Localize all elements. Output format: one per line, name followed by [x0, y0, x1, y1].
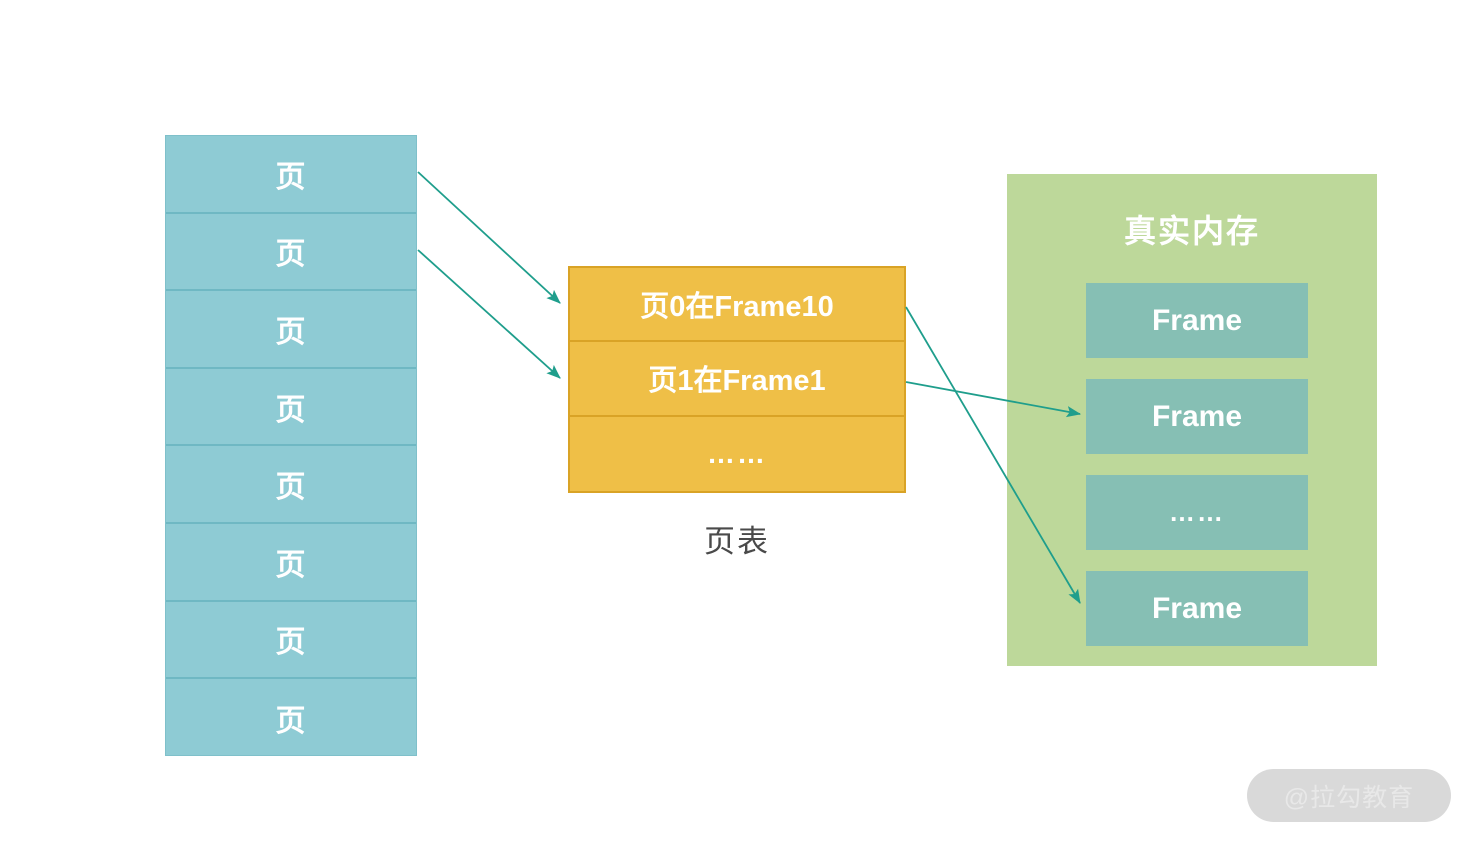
- page-table-row-2: ……: [570, 417, 904, 491]
- virtual-page-column: 页 页 页 页 页 页 页 页: [165, 135, 417, 756]
- page-table-row-1: 页1在Frame1: [570, 342, 904, 417]
- page-cell-6: 页: [166, 602, 416, 680]
- frame-box-0: Frame: [1086, 283, 1308, 358]
- page-table-row-0: 页0在Frame10: [570, 268, 904, 343]
- physical-memory-title: 真实内存: [1123, 213, 1260, 249]
- page-cell-label: 页: [275, 393, 307, 427]
- frame-box-ellipsis: ……: [1169, 497, 1225, 527]
- watermark-text: @拉勾教育: [1283, 783, 1415, 812]
- page-cell-4: 页: [166, 446, 416, 524]
- page-cell-5: 页: [166, 524, 416, 602]
- page-table-row-label: 页1在Frame1: [648, 365, 826, 398]
- page-cell-label: 页: [275, 548, 307, 582]
- physical-memory-panel: 真实内存 Frame Frame …… Frame: [1007, 174, 1377, 666]
- frame-box-label: Frame: [1151, 399, 1243, 433]
- page-cell-3: 页: [166, 369, 416, 447]
- frame-box-label: Frame: [1151, 591, 1243, 625]
- page-cell-label: 页: [275, 704, 307, 738]
- frame-box-label: Frame: [1151, 303, 1243, 337]
- page-table-row-label: 页0在Frame10: [640, 291, 834, 324]
- page-cell-0: 页: [166, 136, 416, 214]
- page-table-ellipsis: ……: [707, 437, 767, 469]
- frame-box-2: ……: [1086, 475, 1308, 550]
- arrow-page1-to-pagetable-row1: [417, 249, 561, 379]
- page-cell-2: 页: [166, 291, 416, 369]
- page-cell-label: 页: [275, 315, 307, 349]
- page-cell-7: 页: [166, 679, 416, 757]
- frame-box-3: Frame: [1086, 571, 1308, 646]
- page-cell-label: 页: [275, 160, 307, 194]
- page-cell-label: 页: [275, 471, 307, 505]
- page-table-caption: 页表: [704, 524, 770, 559]
- page-cell-label: 页: [275, 626, 307, 660]
- arrow-page0-to-pagetable-row0: [417, 171, 561, 304]
- watermark-badge: @拉勾教育: [1247, 769, 1451, 822]
- page-table: 页0在Frame10 页1在Frame1 ……: [568, 266, 906, 493]
- page-cell-1: 页: [166, 214, 416, 292]
- frame-box-1: Frame: [1086, 379, 1308, 454]
- page-cell-label: 页: [275, 238, 307, 272]
